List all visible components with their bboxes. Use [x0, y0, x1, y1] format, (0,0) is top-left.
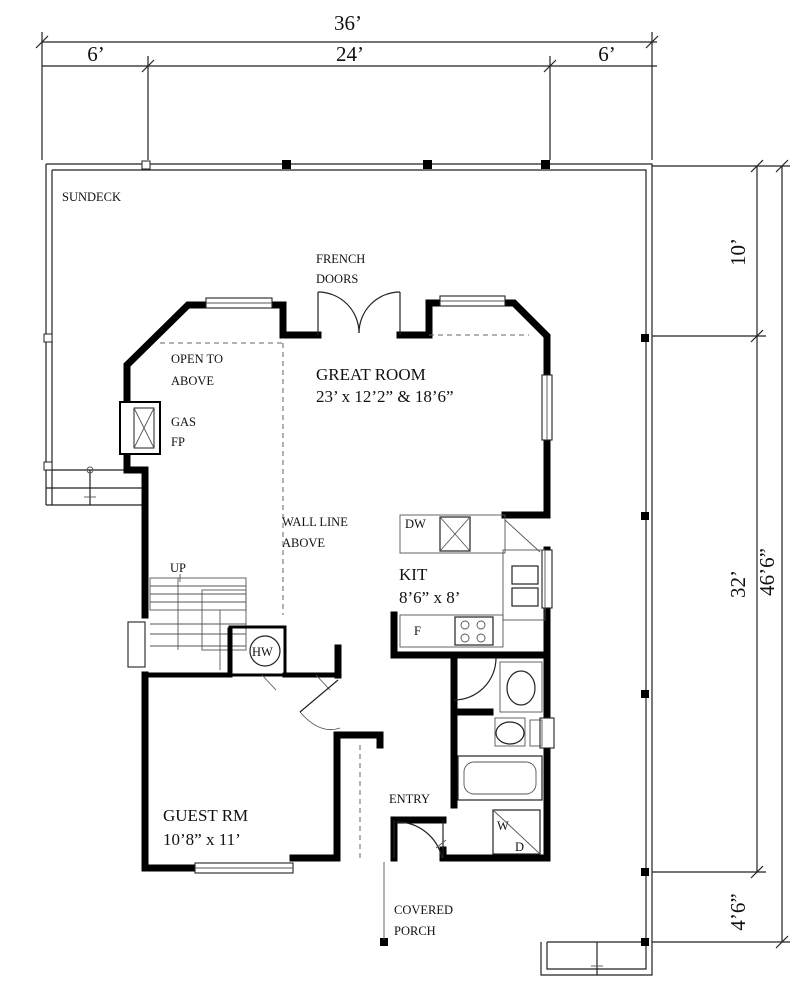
dishwasher-label: DW: [405, 517, 426, 531]
entry-label: ENTRY: [389, 792, 430, 806]
great-room-name: GREAT ROOM: [316, 365, 426, 384]
dim-house-depth: 32’: [726, 570, 750, 598]
dim-overall-width: 36’: [334, 11, 362, 35]
dim-house-width: 24’: [336, 42, 364, 66]
laundry: W D: [492, 809, 541, 855]
dim-front-porch-depth: 4’6”: [726, 893, 750, 930]
dryer-label: D: [515, 840, 524, 854]
guest-room-name: GUEST RM: [163, 806, 248, 825]
open-above-label-2: ABOVE: [171, 374, 214, 388]
great-room-size: 23’ x 12’2” & 18’6”: [316, 387, 454, 406]
washer-label: W: [497, 819, 509, 833]
wall-line-label-2: ABOVE: [282, 536, 325, 550]
french-doors-label-2: DOORS: [316, 272, 358, 286]
sundeck-label: SUNDECK: [62, 190, 121, 204]
dim-left-deck: 6’: [87, 42, 105, 66]
guest-room: GUEST RM 10’8” x 11’: [163, 806, 248, 849]
kitchen: DW F KIT 8’6” x 8’: [399, 514, 546, 648]
fridge-label: F: [414, 624, 421, 638]
interior-walls: [334, 511, 551, 858]
french-doors: FRENCH DOORS: [316, 252, 401, 335]
wall-line-above: OPEN TO ABOVE WALL LINE ABOVE: [160, 334, 529, 615]
wall-line-label-1: WALL LINE: [282, 515, 348, 529]
stair-up-label: UP: [170, 561, 186, 575]
french-doors-label-1: FRENCH: [316, 252, 365, 266]
open-above-label-1: OPEN TO: [171, 352, 223, 366]
right-dimensions: 10’ 32’ 46’6” 4’6”: [652, 159, 790, 949]
guest-room-size: 10’8” x 11’: [163, 830, 241, 849]
kitchen-size: 8’6” x 8’: [399, 588, 460, 607]
top-dimensions: 36’ 6’ 24’ 6’: [35, 11, 659, 160]
dim-overall-depth: 46’6”: [755, 548, 779, 596]
entry: ENTRY: [389, 792, 447, 859]
dim-right-deck: 6’: [598, 42, 616, 66]
covered-porch-label-2: PORCH: [394, 924, 436, 938]
covered-porch-label-1: COVERED: [394, 903, 453, 917]
dim-rear-deck-depth: 10’: [726, 238, 750, 266]
bathroom: [453, 657, 543, 801]
covered-porch: COVERED PORCH: [383, 862, 453, 940]
hot-water-closet: HW: [228, 625, 341, 731]
gas-fireplace: GAS FP: [119, 401, 196, 455]
hot-water-label: HW: [252, 645, 273, 659]
gas-fp-label-2: FP: [171, 435, 185, 449]
gas-fp-label-1: GAS: [171, 415, 196, 429]
kitchen-name: KIT: [399, 565, 428, 584]
sundeck: SUNDECK: [43, 160, 653, 976]
